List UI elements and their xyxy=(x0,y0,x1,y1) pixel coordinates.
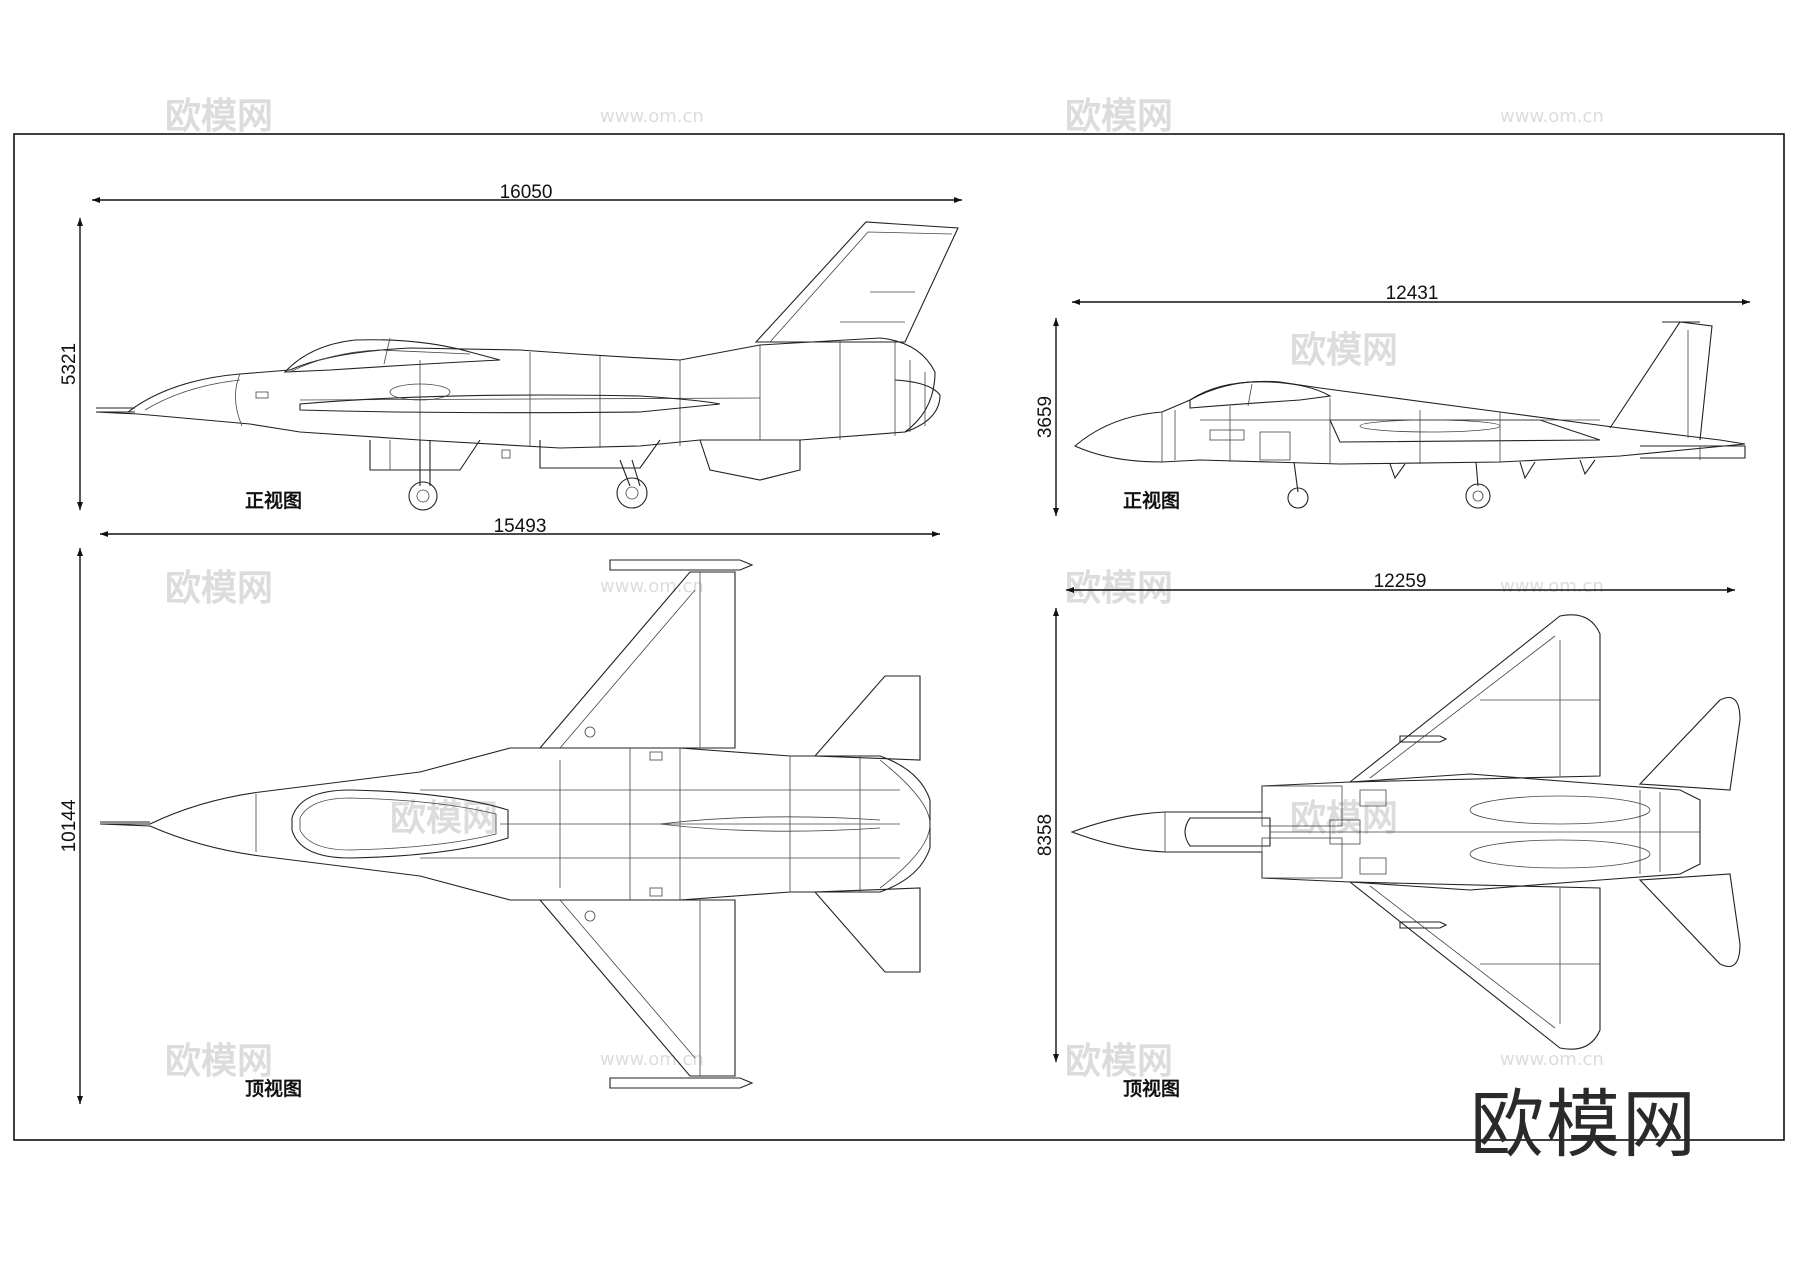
watermark-text: 欧模网 xyxy=(165,96,273,137)
watermark-text: 欧模网 xyxy=(1290,798,1398,839)
dim-length-a-side: 16050 xyxy=(500,182,553,203)
dim-span-b-top: 8358 xyxy=(1035,814,1056,856)
dim-length-b-top: 12259 xyxy=(1374,571,1427,592)
watermark-url: www.om.cn xyxy=(600,576,704,597)
watermark-text: 欧模网 xyxy=(1290,330,1398,371)
plane-b-top-view: 12259 8358 顶视图 xyxy=(1035,571,1741,1100)
watermark-text: 欧模网 xyxy=(1065,1041,1173,1082)
watermark-text: 欧模网 xyxy=(165,568,273,609)
watermark-url: www.om.cn xyxy=(1500,576,1604,597)
watermark-text: 欧模网 xyxy=(1065,568,1173,609)
dim-span-a-top: 10144 xyxy=(59,799,80,852)
label-a-top: 顶视图 xyxy=(245,1077,302,1100)
watermark-url: www.om.cn xyxy=(600,1049,704,1070)
plane-a-top-view: 15493 10144 xyxy=(59,516,940,1104)
plane-b-side-view: 12431 3659 xyxy=(1035,283,1750,516)
dim-height-b-side: 3659 xyxy=(1035,396,1056,438)
brand-logo-text: 欧模网 xyxy=(1470,1082,1698,1168)
watermark-url: www.om.cn xyxy=(1500,1049,1604,1070)
drawing-frame xyxy=(13,133,1785,1141)
dim-length-a-top: 15493 xyxy=(494,516,547,537)
plane-a-side-view: 16050 5321 xyxy=(59,182,962,512)
watermark-url: www.om.cn xyxy=(600,106,704,127)
watermark-url: www.om.cn xyxy=(1500,106,1604,127)
label-b-top: 顶视图 xyxy=(1123,1077,1180,1100)
watermark-text: 欧模网 xyxy=(1065,96,1173,137)
dim-length-b-side: 12431 xyxy=(1386,283,1439,304)
dim-height-a-side: 5321 xyxy=(59,343,80,385)
label-b-side: 正视图 xyxy=(1123,489,1180,512)
label-a-side: 正视图 xyxy=(245,489,302,512)
watermark-text: 欧模网 xyxy=(165,1041,273,1082)
